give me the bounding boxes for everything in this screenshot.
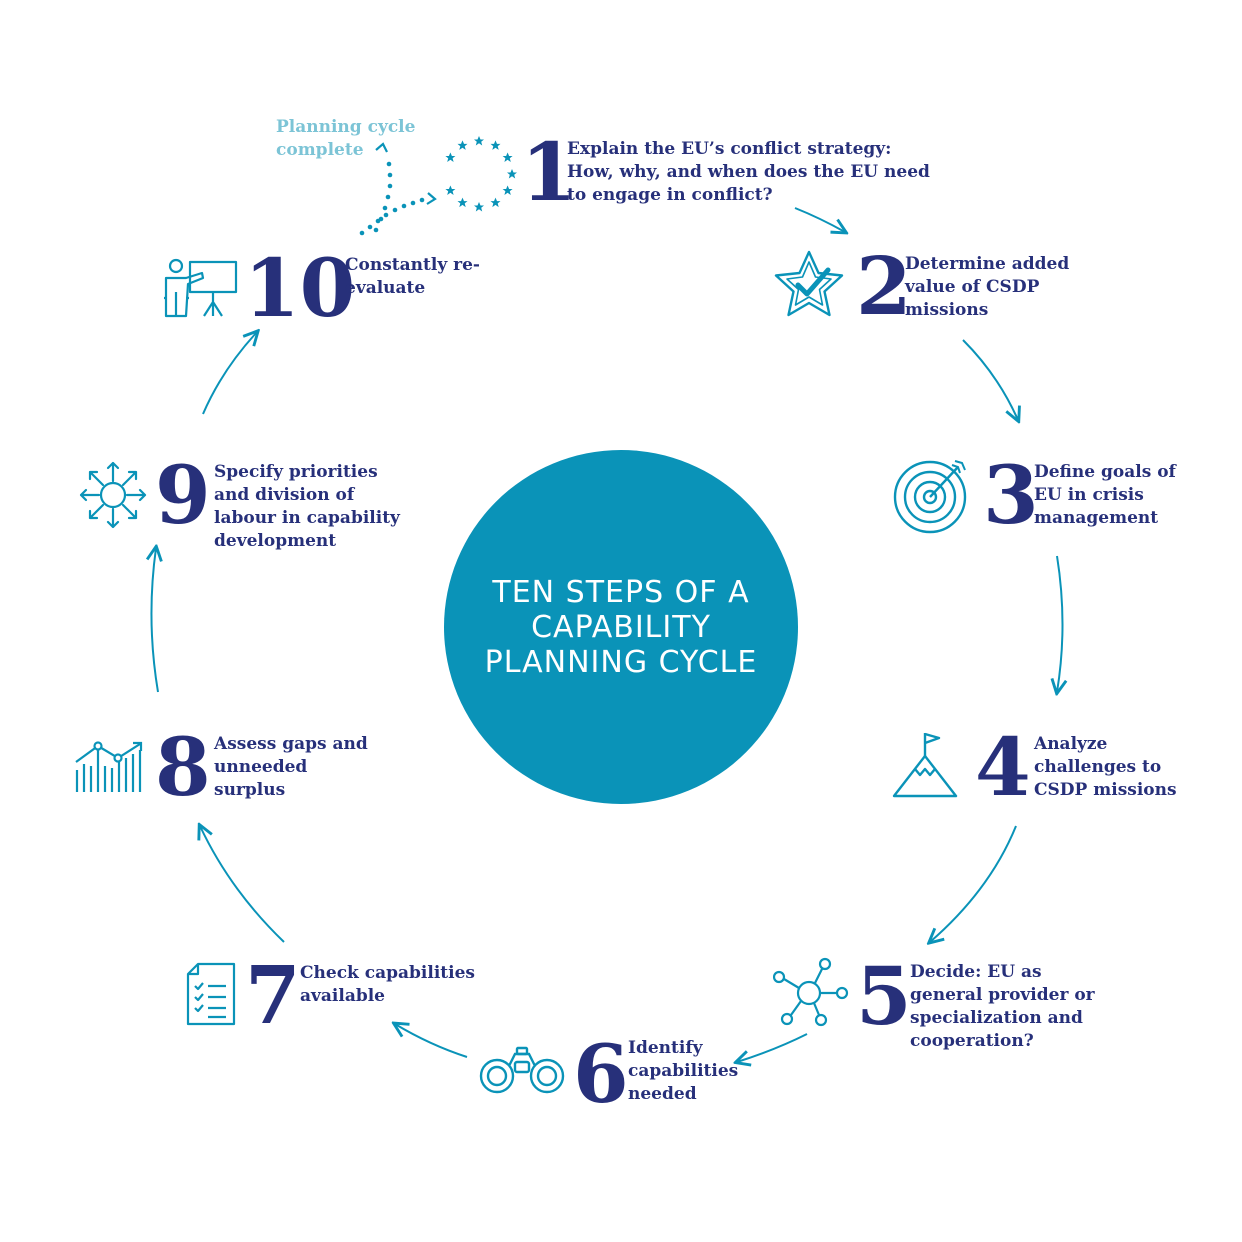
step-7-number: 7: [245, 948, 301, 1042]
arrow-5-to-6: [737, 1033, 808, 1062]
checklist-icon: [186, 962, 236, 1026]
arrow-3-to-4: [1057, 555, 1063, 692]
arrow-7-to-8: [200, 826, 285, 943]
binoculars-icon: [477, 1046, 567, 1094]
step-8-text: Assess gaps and unneeded surplus: [214, 734, 368, 800]
step-4-number: 4: [975, 720, 1031, 814]
step-9-number: 9: [155, 448, 211, 542]
center-title: TEN STEPS OF A CAPABILITY PLANNING CYCLE: [484, 574, 758, 680]
step-1-text: Explain the EU’s conflict strategy: How,…: [567, 139, 930, 205]
step-1-number: 1: [521, 125, 577, 219]
step-5-number: 5: [856, 949, 912, 1043]
completion-arrowhead-2: [426, 192, 437, 205]
presenter-icon: [162, 258, 240, 320]
arrow-8-to-9: [151, 548, 158, 693]
arrow-9-to-10: [202, 332, 257, 415]
planning-complete-label: Planning cycle complete: [276, 117, 416, 160]
step-10-text: Constantly re-evaluate: [345, 255, 480, 298]
mountain-flag-icon: [892, 730, 958, 800]
bar-chart-icon: [74, 740, 146, 794]
completion-dotted-path: [359, 161, 425, 236]
network-icon: [773, 957, 849, 1027]
star-check-icon: [771, 248, 847, 320]
completion-arrowhead: [375, 142, 388, 153]
target-icon: [892, 455, 972, 535]
center-circle: TEN STEPS OF A CAPABILITY PLANNING CYCLE: [444, 450, 798, 804]
step-8-number: 8: [155, 720, 211, 814]
step-5-text: Decide: EU as general provider or specia…: [910, 962, 1095, 1051]
step-6-number: 6: [573, 1027, 629, 1121]
arrow-4-to-5: [930, 825, 1017, 942]
step-7-text: Check capabilities available: [300, 963, 475, 1006]
step-9-text: Specify priorities and division of labou…: [214, 462, 400, 551]
arrow-2-to-3: [962, 339, 1018, 420]
hub-arrows-icon: [77, 459, 149, 531]
step-3-text: Define goals of EU in crisis management: [1034, 462, 1176, 528]
step-2-text: Determine added value of CSDP missions: [905, 254, 1070, 320]
arrow-6-to-7: [395, 1024, 468, 1058]
step-6-text: Identify capabilities needed: [628, 1038, 739, 1104]
step-4-text: Analyze challenges to CSDP missions: [1034, 734, 1177, 800]
eu-stars-icon: [438, 133, 520, 215]
arrow-1-to-2: [794, 207, 845, 232]
step-3-number: 3: [983, 448, 1039, 542]
step-2-number: 2: [856, 239, 912, 333]
step-10-number: 10: [244, 241, 356, 335]
